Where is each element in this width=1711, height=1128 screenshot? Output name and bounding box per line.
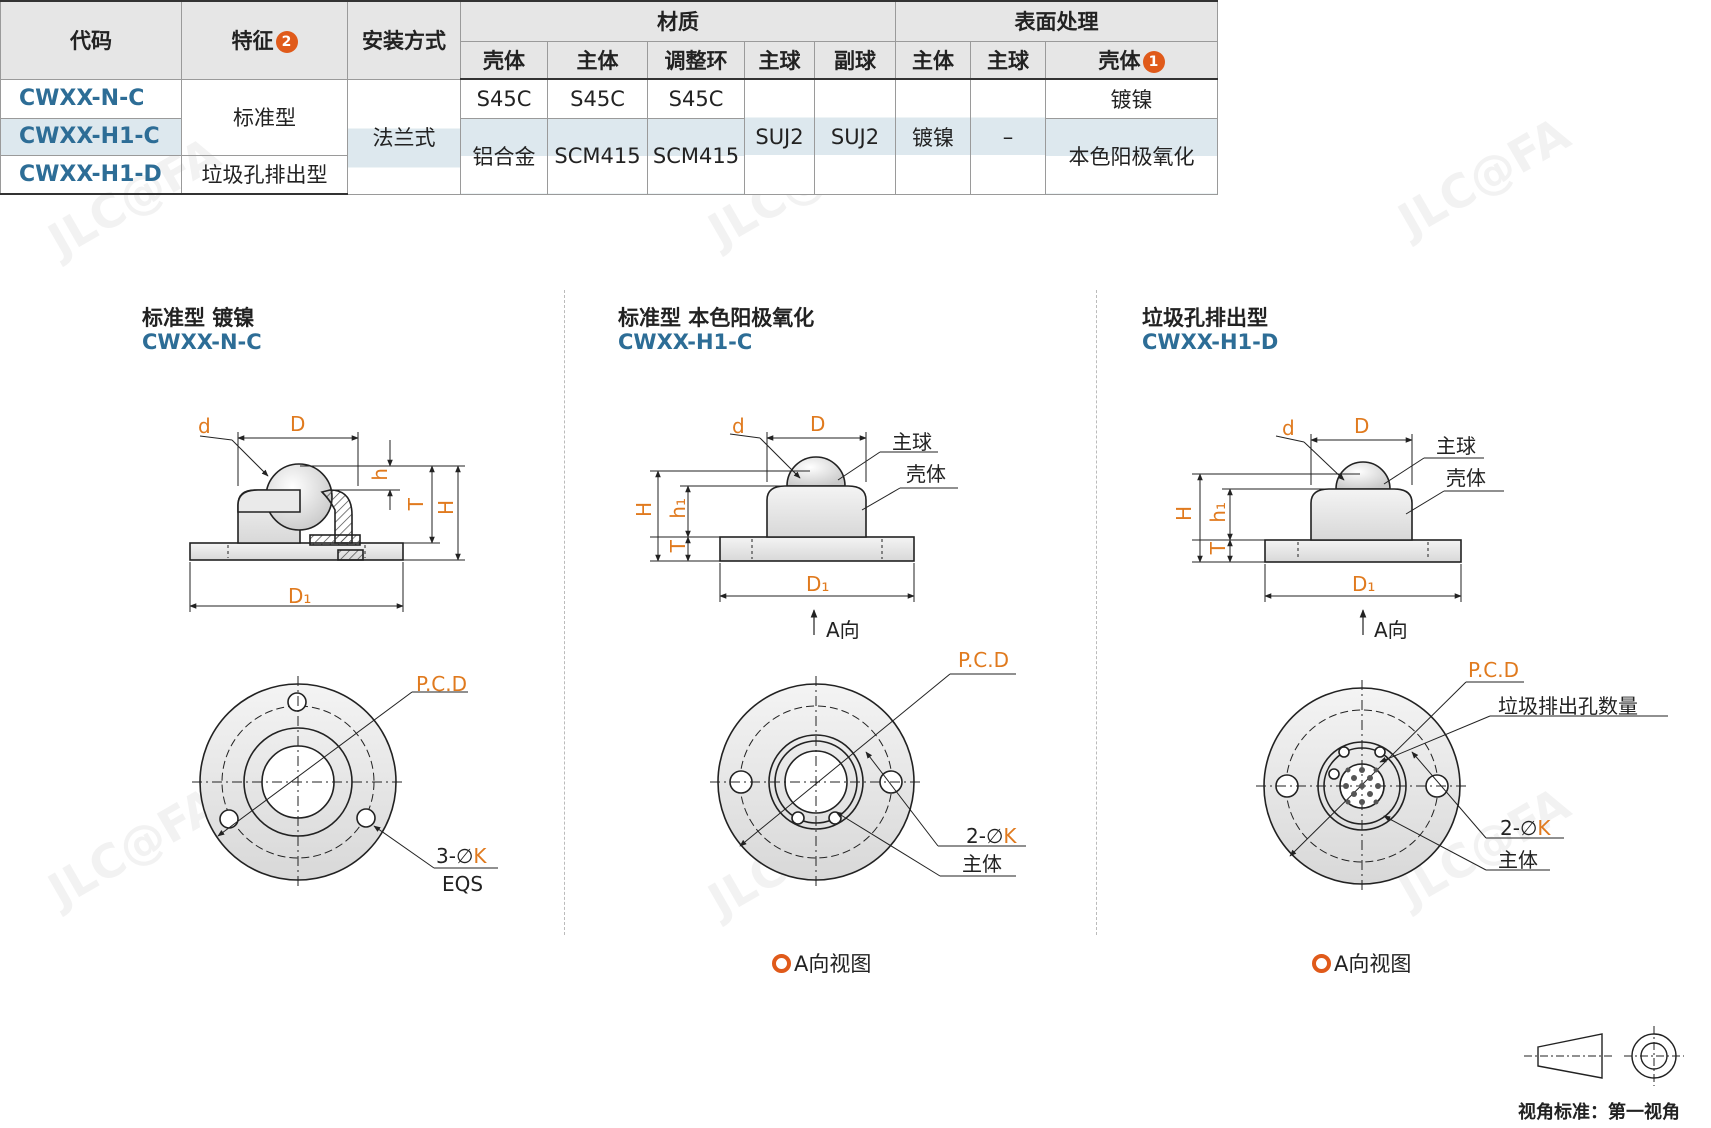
dim-T-label: T bbox=[666, 540, 690, 553]
main-ball-label: 主球 bbox=[892, 430, 932, 454]
header-code: 代码 bbox=[0, 0, 182, 80]
header-sub-ball: 副球 bbox=[814, 40, 896, 80]
header-shell: 壳体 bbox=[460, 40, 548, 80]
side-view-2 bbox=[650, 432, 958, 635]
cell-s45c: S45C bbox=[547, 78, 648, 119]
dim-D-label: D bbox=[1354, 414, 1370, 438]
diagram-code: CWXX-H1-D bbox=[1142, 330, 1279, 354]
body-label: 主体 bbox=[962, 852, 1002, 876]
diagram-title: 垃圾孔排出型 bbox=[1142, 306, 1268, 330]
cell-scm415: SCM415 bbox=[647, 117, 745, 195]
header-mount: 安装方式 bbox=[347, 0, 461, 80]
diagram-title: 标准型 镀镍 bbox=[142, 306, 255, 330]
side-view-1 bbox=[189, 432, 465, 612]
badge-1: 1 bbox=[1142, 50, 1165, 73]
dim-T-label: T bbox=[1206, 542, 1230, 555]
dim-H-label: H bbox=[1172, 506, 1196, 522]
dim-d-label: d bbox=[1282, 416, 1295, 440]
a-view-text: A向视图 bbox=[1334, 952, 1412, 976]
projection-standard-label: 视角标准：第一视角 bbox=[1518, 1102, 1680, 1123]
bottom-view-2 bbox=[710, 673, 1026, 888]
divider bbox=[564, 290, 565, 935]
cell-s45c: S45C bbox=[647, 78, 745, 119]
a-direction-label: A向 bbox=[1374, 618, 1408, 642]
dim-D-label: D bbox=[810, 412, 826, 436]
divider bbox=[1096, 290, 1097, 935]
ring-icon bbox=[772, 954, 791, 973]
dim-D1-label: D₁ bbox=[806, 572, 830, 596]
hole-count-text: 2-∅ bbox=[1500, 816, 1538, 840]
dim-h-label: h bbox=[368, 468, 392, 481]
header-surface: 表面处理 bbox=[895, 0, 1218, 42]
cell-dash: – bbox=[970, 78, 1046, 195]
diagram-code: CWXX-H1-C bbox=[618, 330, 753, 354]
hole-K-text: K bbox=[1003, 824, 1017, 848]
table-row-code: CWXX-H1-C bbox=[0, 117, 182, 156]
hole-count-label: 2-∅K bbox=[1500, 818, 1551, 838]
cell-nickel: 镀镍 bbox=[895, 78, 971, 195]
dim-h1-label: h₁ bbox=[1206, 502, 1230, 523]
header-ring: 调整环 bbox=[647, 40, 745, 80]
eqs-label: EQS bbox=[442, 872, 484, 896]
ring-icon bbox=[1312, 954, 1331, 973]
dim-H-label: H bbox=[632, 502, 656, 518]
header-feature-text: 特征 bbox=[231, 29, 274, 54]
dim-H-label: H bbox=[434, 500, 458, 516]
hole-count-label: 2-∅K bbox=[966, 826, 1017, 846]
a-view-caption: A向视图 bbox=[1312, 948, 1411, 978]
cell-alu: 铝合金 bbox=[460, 117, 548, 195]
dim-T-label: T bbox=[404, 498, 428, 511]
pcd-label: P.C.D bbox=[958, 648, 1010, 672]
hole-count-text: 2-∅ bbox=[966, 824, 1004, 848]
body-label: 主体 bbox=[1498, 848, 1538, 872]
cell-suj2: SUJ2 bbox=[744, 78, 815, 195]
dim-D1-label: D₁ bbox=[1352, 572, 1376, 596]
feature-standard: 标准型 bbox=[181, 78, 348, 156]
cell-scm415: SCM415 bbox=[547, 117, 648, 195]
table-row-code: CWXX-H1-D bbox=[0, 154, 182, 195]
first-angle-projection-symbol bbox=[1524, 1026, 1684, 1086]
header-surface-shell-text: 壳体 bbox=[1098, 48, 1141, 73]
dim-d-label: d bbox=[732, 414, 745, 438]
hole-count-text: 3-∅ bbox=[436, 844, 474, 868]
badge-2: 2 bbox=[275, 31, 298, 54]
dim-D1-label: D₁ bbox=[288, 584, 312, 608]
cell-anodize: 本色阳极氧化 bbox=[1045, 117, 1218, 195]
pcd-label: P.C.D bbox=[416, 672, 468, 696]
dim-h1-label: h₁ bbox=[666, 498, 690, 519]
bottom-view-1 bbox=[192, 676, 498, 888]
cell-suj2: SUJ2 bbox=[814, 78, 896, 195]
main-ball-label: 主球 bbox=[1436, 434, 1476, 458]
hole-K-text: K bbox=[1537, 816, 1551, 840]
dim-D-label: D bbox=[290, 412, 306, 436]
cell-nickel: 镀镍 bbox=[1045, 78, 1218, 119]
feature-debris: 垃圾孔排出型 bbox=[181, 154, 348, 195]
a-view-text: A向视图 bbox=[794, 952, 872, 976]
a-direction-label: A向 bbox=[826, 618, 860, 642]
header-surface-body: 主体 bbox=[895, 40, 971, 80]
debris-count-label: 垃圾排出孔数量 bbox=[1498, 694, 1638, 718]
header-material: 材质 bbox=[460, 0, 896, 42]
debris-hole-pattern bbox=[1343, 767, 1381, 805]
cell-s45c: S45C bbox=[460, 78, 548, 119]
header-body: 主体 bbox=[547, 40, 648, 80]
hole-count-label: 3-∅K bbox=[436, 846, 487, 866]
mount-flange: 法兰式 bbox=[347, 78, 461, 195]
header-main-ball: 主球 bbox=[744, 40, 815, 80]
hole-K-text: K bbox=[473, 844, 487, 868]
side-view-3 bbox=[1192, 434, 1504, 635]
pcd-label: P.C.D bbox=[1468, 658, 1520, 682]
dim-d-label: d bbox=[198, 414, 211, 438]
diagram-code: CWXX-N-C bbox=[142, 330, 262, 354]
diagram-title: 标准型 本色阳极氧化 bbox=[618, 306, 815, 330]
table-row-code: CWXX-N-C bbox=[0, 78, 182, 119]
a-view-caption: A向视图 bbox=[772, 948, 871, 978]
shell-label: 壳体 bbox=[906, 462, 946, 486]
shell-label: 壳体 bbox=[1446, 466, 1486, 490]
